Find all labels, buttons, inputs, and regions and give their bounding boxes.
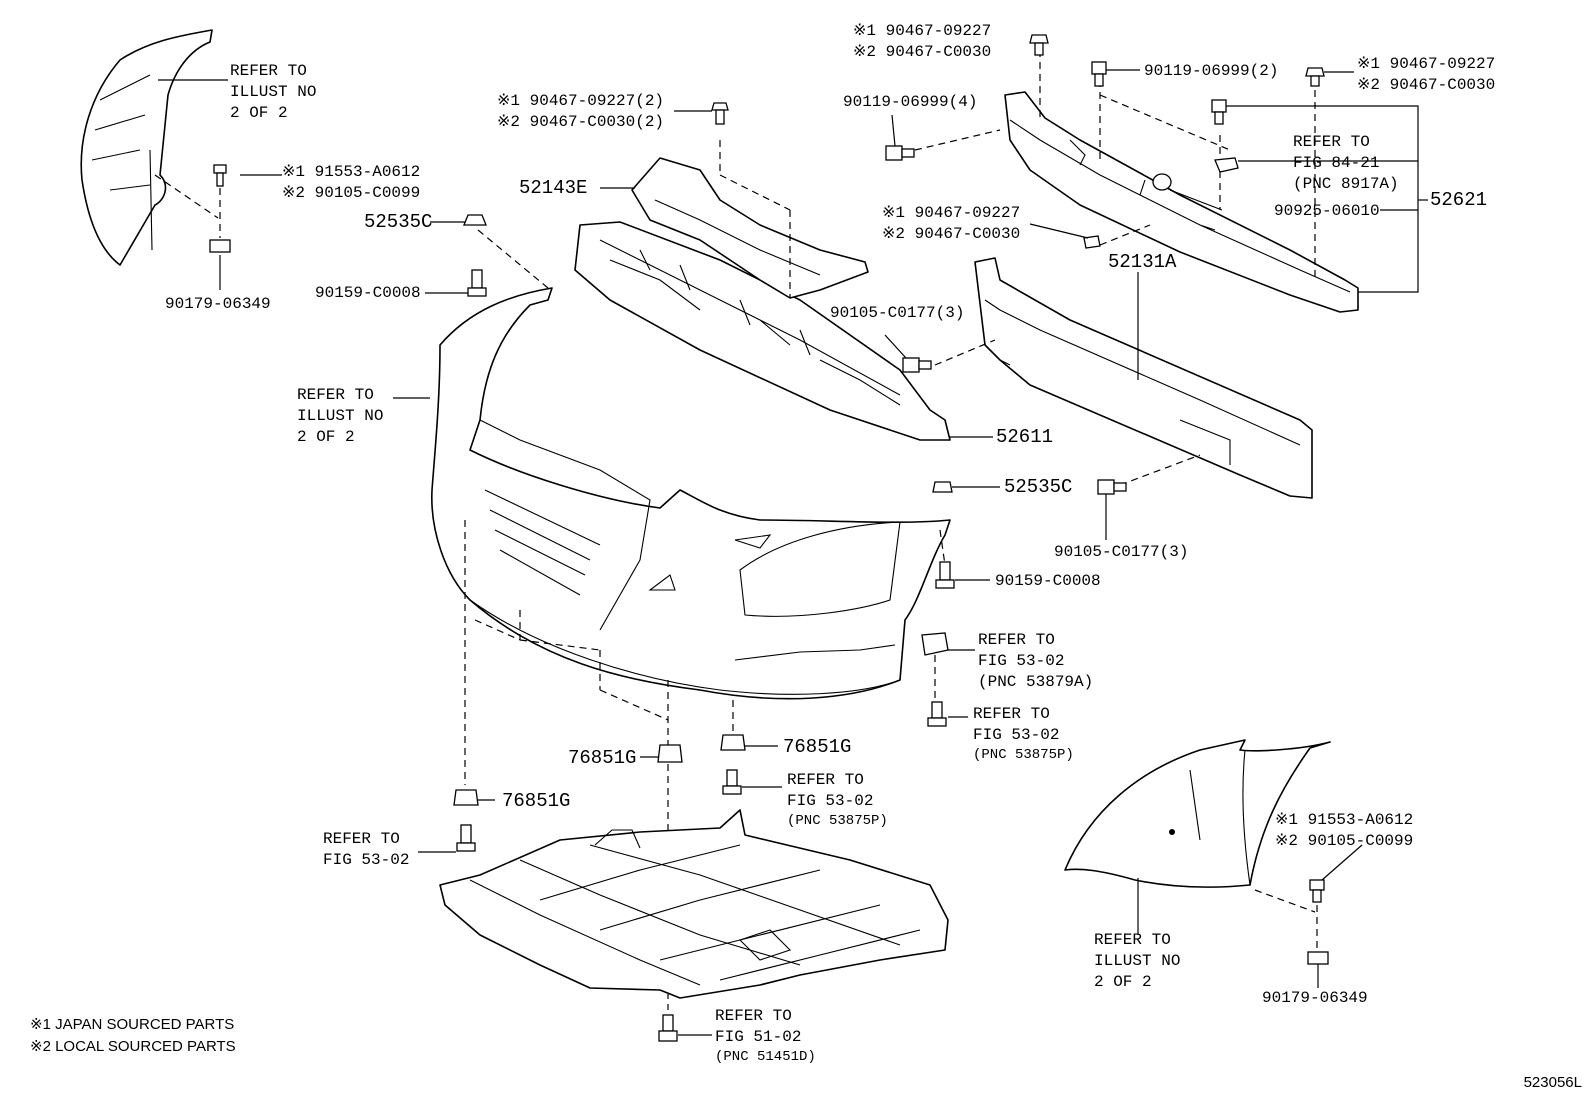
screw-53-02-left xyxy=(456,824,476,852)
footnotes: ※1 JAPAN SOURCED PARTS ※2 LOCAL SOURCED P… xyxy=(30,1014,236,1058)
fender-liner-left xyxy=(80,29,213,266)
screw-90159-top xyxy=(467,269,487,297)
footnote-local: ※2 LOCAL SOURCED PARTS xyxy=(30,1038,236,1055)
bolt-90119-upper xyxy=(1091,61,1107,87)
clip-76851g-a xyxy=(720,734,746,751)
nut-bottom-right xyxy=(1307,951,1329,965)
clip-mid-right xyxy=(1083,235,1101,249)
figure-id: 523056L xyxy=(1523,1074,1582,1091)
grommet-90925 xyxy=(1152,173,1172,191)
clip-52535c-right xyxy=(932,481,953,493)
clip-76851g-b xyxy=(657,744,683,763)
clip-76851g-c xyxy=(453,789,479,806)
bumper-cover xyxy=(431,287,951,700)
nut-top-left xyxy=(209,239,231,253)
bolt-90105-upper xyxy=(902,357,932,373)
footnote-japan: ※1 JAPAN SOURCED PARTS xyxy=(30,1016,235,1033)
clip-top-right-a xyxy=(1029,34,1049,56)
clip-76851g-a-label: 76851G xyxy=(783,736,852,758)
nut-bottom-right-label: 90179-06349 xyxy=(1262,989,1368,1007)
bolt-bottom-right-label: ※1 91553-A0612※2 90105-C0099 xyxy=(1275,811,1414,850)
clip-top-center xyxy=(711,102,729,125)
clip-top-right-a-label: ※1 90467-09227※2 90467-C0030 xyxy=(853,22,992,61)
bolt-51451d xyxy=(658,1014,678,1042)
bolt-90105-lower xyxy=(1097,479,1127,495)
part-52143e-label: 52143E xyxy=(519,177,588,199)
part-52611-label: 52611 xyxy=(996,426,1054,448)
bolt-90119-4-label: 90119-06999(4) xyxy=(843,93,978,111)
bolt-52621-group xyxy=(1211,99,1239,173)
screw-53875p-mid xyxy=(722,769,742,795)
bolt-90105-lower-label: 90105-C0177(3) xyxy=(1054,543,1189,561)
energy-absorber-52611 xyxy=(574,221,951,441)
nut-top-left-label: 90179-06349 xyxy=(165,295,271,313)
clip-52535c-right-label: 52535C xyxy=(1004,476,1073,498)
screw-90159-right xyxy=(935,561,955,589)
fender-liner-right xyxy=(1064,739,1331,888)
bolt-90119-2-label: 90119-06999(2) xyxy=(1144,62,1279,80)
clip-mid-right-label: ※1 90467-09227※2 90467-C0030 xyxy=(882,204,1021,243)
part-52621-label: 52621 xyxy=(1430,189,1488,211)
clip-top-right-b xyxy=(1305,67,1325,87)
grommet-90925-label: 90925-06010 xyxy=(1274,202,1380,220)
support-52621 xyxy=(1004,91,1359,313)
clip-52535c-top xyxy=(463,214,487,226)
bolt-bottom-right xyxy=(1309,879,1325,903)
clip-top-center-label: ※1 90467-09227(2)※2 90467-C0030(2) xyxy=(497,92,665,131)
bolt-90105-upper-label: 90105-C0177(3) xyxy=(830,304,965,322)
reinforcement-52131a xyxy=(974,257,1313,499)
bolt-top-left xyxy=(213,164,227,187)
clip-76851g-b-label: 76851G xyxy=(568,747,637,769)
screw-53875p-right xyxy=(927,701,947,727)
bolt-90119-left xyxy=(885,145,915,161)
clip-76851g-c-label: 76851G xyxy=(502,790,571,812)
clip-top-right-b-label: ※1 90467-09227※2 90467-C0030 xyxy=(1357,55,1496,94)
screw-90159-right-label: 90159-C0008 xyxy=(995,572,1101,590)
part-52131a-label: 52131A xyxy=(1108,251,1177,273)
screw-90159-top-label: 90159-C0008 xyxy=(315,284,421,302)
engine-under-cover xyxy=(439,809,949,999)
clip-53879a xyxy=(921,632,949,656)
bolt-top-left-label: ※1 91553-A0612※2 90105-C0099 xyxy=(282,163,421,202)
clip-52535c-top-label: 52535C xyxy=(364,211,433,233)
